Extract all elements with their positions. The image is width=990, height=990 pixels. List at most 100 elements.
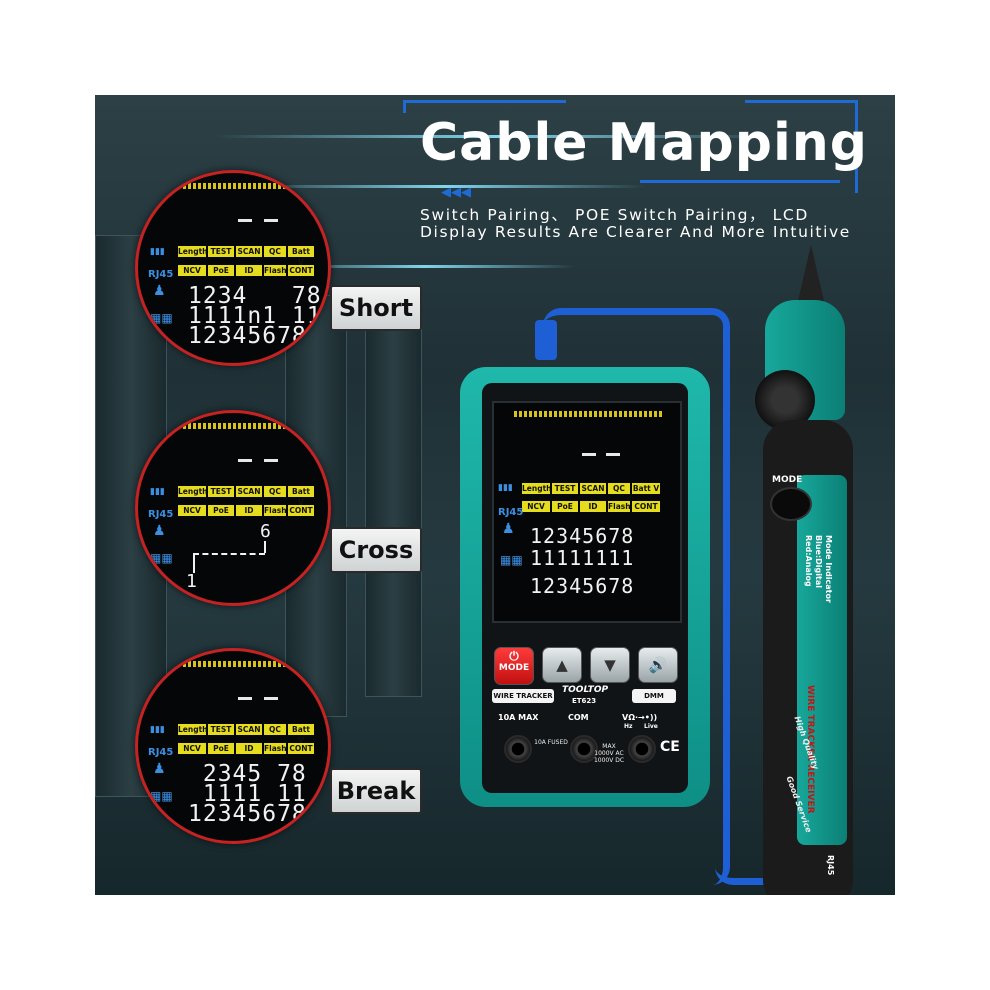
lcd-zoom-short: ▮▮▮ Length TEST SCAN QC Batt V NCV PoE I… [135,170,331,366]
jack-10a[interactable] [504,735,532,763]
jack-com[interactable] [570,735,598,763]
wire-map-marks: 1111 11 [188,781,307,807]
lcd-label: SCAN [236,486,262,497]
switch-icon: ▦▦ [150,551,173,565]
patch-cable [543,308,730,885]
dash-mark [238,459,252,462]
lcd-label: CONT [288,265,314,276]
lcd-label: CONT [632,501,660,512]
lcd-label: CONT [288,743,314,754]
lcd-label: ID [236,743,262,754]
jack-sublabel-live: Live [644,723,658,730]
probe-indicator-blue: Blue:Digital [814,535,823,588]
title-bracket-left [403,100,566,113]
lcd-label: ID [236,265,262,276]
label-cross: Cross [330,527,422,573]
lcd-label: SCAN [236,724,262,735]
light-down-icon: ▼ [604,656,616,674]
battery-icon: ▮▮▮ [150,247,165,257]
lcd-label: TEST [208,724,234,735]
lcd-label: QC [264,486,286,497]
dash-mark [264,219,278,222]
screen-top-digits: 12345678 [530,524,635,548]
power-icon: ⏻ [509,649,519,663]
dash-mark [264,459,278,462]
lcd-label: Batt V [288,724,314,745]
battery-icon: ▮▮▮ [150,487,165,497]
lcd-label: PoE [552,501,578,512]
rj45-label: RJ45 [148,747,174,758]
lcd-label: Flash [264,505,287,516]
wire-top-digits: 2345 78 [188,761,307,787]
lcd-label: NCV [178,743,206,754]
lcd-label: Flash [264,743,287,754]
lcd-label: CONT [288,505,314,516]
lcd-label: Batt V [288,486,314,507]
label-short: Short [330,285,422,331]
ce-mark: CE [660,739,680,755]
wire-cross-start: 1 [186,571,198,592]
probe-tip [797,245,825,305]
device-screen: ▮▮▮ Length TEST SCAN QC Batt V NCV PoE I… [492,401,682,623]
jack-sublabel-hz: Hz [624,723,633,730]
jack-label-volt: VΩ·→•)) [622,713,658,722]
probe-mode-label: MODE [772,475,803,485]
lcd-label: NCV [178,505,206,516]
dash-mark [582,453,596,456]
cable-tester-device: ▮▮▮ Length TEST SCAN QC Batt V NCV PoE I… [460,367,710,807]
lcd-label: Batt V [288,246,314,267]
rj45-plug [535,320,557,360]
lcd-zoom-break: ▮▮▮ Length TEST SCAN QC Batt V NCV PoE I… [135,648,331,844]
up-button[interactable]: ▲ [542,647,582,683]
person-icon: ♟ [153,761,166,777]
person-icon: ♟ [153,523,166,539]
down-button[interactable]: ▼ [590,647,630,683]
rj45-label: RJ45 [498,507,524,518]
probe-mode-button[interactable] [770,487,812,521]
brand-logo: TOOLTOP [562,685,609,695]
signal-bar [183,183,293,189]
battery-icon: ▮▮▮ [150,725,165,735]
switch-icon: ▦▦ [150,311,173,325]
arrows-icon: ◀◀◀ [441,185,471,200]
ceiling-light [215,135,775,138]
server-rack [365,325,422,697]
lcd-label: Flash [264,265,287,276]
lcd-label: ID [580,501,606,512]
lcd-label: Length [178,486,208,497]
person-icon: ♟ [502,521,515,537]
mode-button[interactable]: ⏻ MODE [494,647,534,685]
label-break: Break [330,768,422,814]
lcd-label: Batt V [632,483,660,494]
jack-label-10a: 10A MAX [498,713,539,722]
screen-wire-marks: 11111111 [530,546,635,570]
lcd-label: ID [236,505,262,516]
flashlight-up-icon: ▲ [556,656,568,674]
ceiling-light [275,265,575,268]
background-photo: ◀◀◀ Cable Mapping Switch Pairing、 POE Sw… [95,95,895,895]
wire-tracker-receiver: MODE Mode Indicator Blue:Digital Red:Ana… [735,245,875,895]
signal-bar [183,661,293,667]
signal-bar [183,423,293,429]
lcd-label: PoE [208,265,234,276]
person-icon: ♟ [153,283,166,299]
jack-label-com: COM [568,713,589,722]
battery-icon: ▮▮▮ [498,483,513,493]
lcd-label: NCV [178,265,206,276]
ceiling-light [245,185,645,188]
dash-mark [606,453,620,456]
lcd-label: Length [178,724,208,735]
lcd-label: TEST [208,486,234,497]
page-title: Cable Mapping [420,113,869,173]
jack-volt[interactable] [628,735,656,763]
lcd-label: QC [264,724,286,735]
wire-map-marks: 1111n1 11 [188,303,322,329]
lcd-label: TEST [552,483,578,494]
lcd-zoom-cross: ▮▮▮ Length TEST SCAN QC Batt V NCV PoE I… [135,410,331,606]
lcd-label: SCAN [580,483,606,494]
sound-button[interactable]: 🔊 [638,647,678,683]
switch-icon: ▦▦ [150,789,173,803]
speaker-icon: 🔊 [648,656,668,674]
lcd-label: SCAN [236,246,262,257]
title-underline [640,175,840,183]
